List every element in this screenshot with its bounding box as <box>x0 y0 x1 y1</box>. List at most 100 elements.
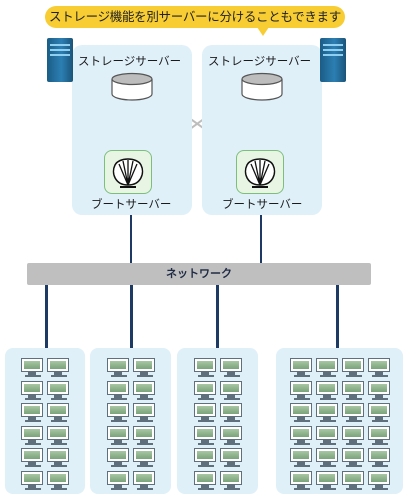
boot-left-network-line <box>130 215 132 263</box>
monitor-stand <box>114 394 122 398</box>
monitor-stand <box>297 417 305 420</box>
monitor-icon <box>290 380 312 395</box>
monitor-icon <box>47 448 69 462</box>
monitor-stand <box>227 484 235 488</box>
monitor-stand <box>114 484 122 488</box>
monitor-foot <box>372 397 388 400</box>
monitor-icon <box>194 403 216 417</box>
monitor-foot <box>320 420 336 422</box>
monitor-icon <box>368 425 390 440</box>
monitor-stand <box>227 462 235 465</box>
monitor-foot <box>137 375 153 377</box>
monitor-icon <box>290 403 312 417</box>
monitor-icon <box>316 403 338 417</box>
monitor-foot <box>372 420 388 422</box>
monitor-icon <box>133 425 155 440</box>
monitor-stand <box>54 394 62 398</box>
monitor-icon <box>316 425 338 440</box>
callout-tail <box>257 27 269 36</box>
storage-disk-icon <box>241 72 283 101</box>
monitor-foot <box>294 420 310 422</box>
monitor-foot <box>51 397 67 400</box>
monitor-foot <box>111 442 127 445</box>
monitor-stand <box>201 484 209 488</box>
monitor-icon <box>133 403 155 417</box>
monitor-icon <box>220 470 242 485</box>
monitor-icon <box>194 470 216 485</box>
monitor-icon <box>21 403 43 417</box>
monitor-stand <box>28 417 36 420</box>
network-line-group4 <box>336 285 339 348</box>
monitor-stand <box>297 462 305 465</box>
monitor-stand <box>140 484 148 488</box>
monitor-icon <box>220 403 242 417</box>
storage-disk-icon <box>111 72 153 101</box>
monitor-icon <box>133 448 155 462</box>
monitor-stand <box>28 439 36 443</box>
monitor-foot <box>111 420 127 422</box>
monitor-foot <box>294 487 310 490</box>
monitor-stand <box>375 394 383 398</box>
monitor-icon <box>316 380 338 395</box>
boot-shell-icon <box>244 158 276 188</box>
server-tower-icon <box>320 38 346 82</box>
monitor-stand <box>140 394 148 398</box>
monitor-icon <box>342 425 364 440</box>
monitor-foot <box>346 375 362 377</box>
monitor-icon <box>368 380 390 395</box>
server-tower-icon <box>47 38 73 82</box>
monitor-foot <box>198 397 214 400</box>
monitor-foot <box>294 397 310 400</box>
monitor-stand <box>297 484 305 488</box>
monitor-stand <box>114 462 122 465</box>
monitor-foot <box>320 375 336 377</box>
monitor-stand <box>140 462 148 465</box>
monitor-stand <box>54 484 62 488</box>
monitor-stand <box>140 372 148 375</box>
monitor-foot <box>224 442 240 445</box>
terminal-group-2 <box>90 348 171 494</box>
monitor-icon <box>316 358 338 372</box>
monitor-icon <box>290 470 312 485</box>
monitor-stand <box>227 417 235 420</box>
monitor-icon <box>368 358 390 372</box>
monitor-foot <box>137 465 153 467</box>
storage-server-label-right: ストレージサーバー <box>208 54 312 68</box>
monitor-icon <box>133 358 155 372</box>
network-bar: ネットワーク <box>27 263 371 285</box>
monitor-stand <box>323 484 331 488</box>
monitor-stand <box>28 484 36 488</box>
monitor-foot <box>346 465 362 467</box>
monitor-foot <box>137 487 153 490</box>
monitor-foot <box>198 420 214 422</box>
monitor-icon <box>220 448 242 462</box>
monitor-foot <box>320 487 336 490</box>
monitor-icon <box>316 448 338 462</box>
monitor-stand <box>140 439 148 443</box>
monitor-stand <box>201 394 209 398</box>
monitor-icon <box>21 470 43 485</box>
monitor-icon <box>107 470 129 485</box>
monitor-icon <box>194 425 216 440</box>
monitor-foot <box>198 442 214 445</box>
monitor-stand <box>54 462 62 465</box>
monitor-foot <box>224 465 240 467</box>
monitor-icon <box>290 358 312 372</box>
monitor-foot <box>51 465 67 467</box>
monitor-icon <box>47 403 69 417</box>
monitor-stand <box>28 394 36 398</box>
monitor-foot <box>111 487 127 490</box>
boot-server-label-left: ブートサーバー <box>91 197 172 211</box>
monitor-stand <box>297 439 305 443</box>
monitor-foot <box>294 375 310 377</box>
monitor-stand <box>323 417 331 420</box>
network-line-group2 <box>130 285 133 348</box>
monitor-icon <box>107 448 129 462</box>
monitor-foot <box>372 442 388 445</box>
monitor-stand <box>323 394 331 398</box>
monitor-icon <box>220 358 242 372</box>
monitor-stand <box>140 417 148 420</box>
monitor-foot <box>224 487 240 490</box>
monitor-stand <box>227 394 235 398</box>
monitor-stand <box>323 372 331 375</box>
